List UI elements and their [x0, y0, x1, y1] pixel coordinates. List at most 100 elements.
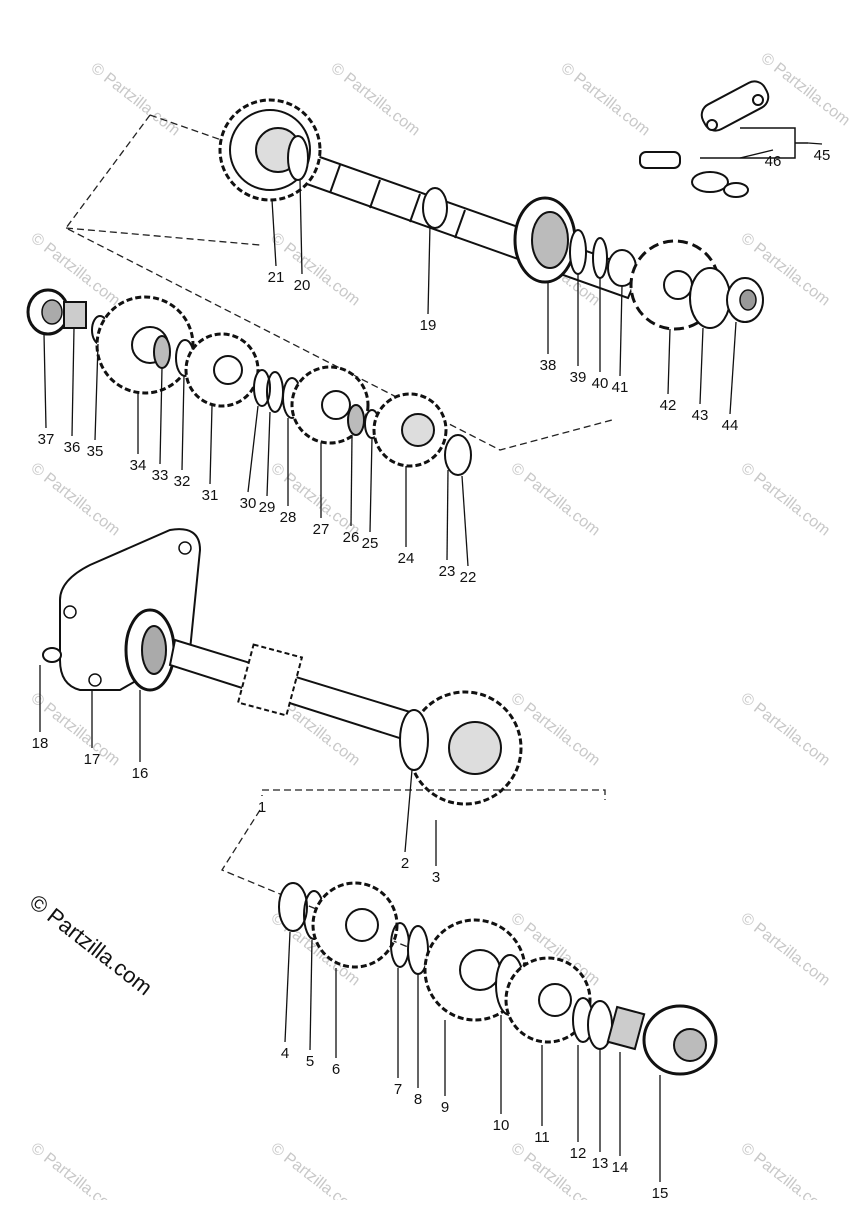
- part-label-37: 37: [38, 431, 55, 448]
- watermark-main: © Partzilla.com: [25, 889, 157, 1000]
- watermark-9: © Partzilla.com: [28, 690, 123, 770]
- chain-joint-46: [639, 151, 749, 198]
- washer-2: [399, 709, 429, 771]
- watermark-19: © Partzilla.com: [738, 1140, 833, 1200]
- part-label-33: 33: [152, 467, 169, 484]
- leader-line-20: [299, 179, 303, 275]
- leader-line-31: [209, 405, 213, 485]
- leader-line-42: [667, 328, 671, 395]
- part-label-19: 19: [420, 317, 437, 334]
- washer-4: [278, 882, 308, 932]
- watermark-5: © Partzilla.com: [28, 460, 123, 540]
- leader-line-45: [807, 142, 823, 145]
- needle-bearing-14: [606, 1005, 646, 1051]
- leader-line-19: [427, 224, 431, 315]
- gear-6: [311, 881, 399, 969]
- leader-line-23: [446, 469, 449, 561]
- leader-line-22: [461, 475, 469, 567]
- leader-line-26: [350, 434, 353, 527]
- part-label-10: 10: [493, 1117, 510, 1134]
- part-label-7: 7: [394, 1081, 402, 1098]
- part-label-41: 41: [612, 379, 629, 396]
- upper-dashed-frame: [65, 114, 613, 451]
- part-label-30: 30: [240, 495, 257, 512]
- gear-31: [184, 332, 260, 408]
- part-label-15: 15: [652, 1185, 669, 1200]
- part-label-8: 8: [414, 1091, 422, 1108]
- watermark-20: © Partzilla.com: [88, 60, 183, 140]
- part-label-2: 2: [401, 855, 409, 872]
- part-label-34: 34: [130, 457, 147, 474]
- part-label-17: 17: [84, 751, 101, 768]
- watermark-8: © Partzilla.com: [738, 460, 833, 540]
- part-label-6: 6: [332, 1061, 340, 1078]
- part-label-36: 36: [64, 439, 81, 456]
- part-label-11: 11: [534, 1129, 550, 1146]
- leader-line-4: [284, 931, 291, 1043]
- bearing-37: [26, 288, 70, 336]
- part-label-42: 42: [660, 397, 677, 414]
- part-label-9: 9: [441, 1099, 449, 1116]
- part-label-29: 29: [259, 499, 276, 516]
- part-label-21: 21: [268, 269, 285, 286]
- collar-19: [422, 187, 448, 229]
- circlip-7: [390, 922, 410, 968]
- part-label-28: 28: [280, 509, 297, 526]
- drive-chain-45: [700, 80, 770, 132]
- leader-line-25: [369, 437, 373, 533]
- part-label-39: 39: [570, 369, 587, 386]
- needle-bearing-36: [63, 301, 87, 329]
- watermark-17: © Partzilla.com: [268, 1140, 363, 1200]
- part-label-18: 18: [32, 735, 49, 752]
- part-label-43: 43: [692, 407, 709, 424]
- watermark-18: © Partzilla.com: [508, 1140, 603, 1200]
- part-label-44: 44: [722, 417, 739, 434]
- part-label-1: 1: [258, 799, 266, 816]
- bearing-cap-15: [642, 1004, 718, 1076]
- leader-line-46: [739, 149, 774, 159]
- leader-line-35: [94, 343, 99, 441]
- part-label-14: 14: [612, 1159, 629, 1176]
- part-label-13: 13: [592, 1155, 609, 1172]
- washer-23-22: [444, 434, 472, 476]
- bearing-16: [124, 608, 176, 692]
- part-label-3: 3: [432, 869, 440, 886]
- part-label-25: 25: [362, 535, 379, 552]
- watermark-23: © Partzilla.com: [758, 50, 852, 130]
- gear-24: [372, 392, 448, 468]
- part-label-16: 16: [132, 765, 149, 782]
- leader-line-43: [699, 327, 704, 405]
- part-label-45: 45: [814, 147, 831, 164]
- part-label-20: 20: [294, 277, 311, 294]
- upper-drive-shaft: [288, 148, 642, 300]
- bushing-26: [347, 404, 365, 436]
- watermark-15: © Partzilla.com: [738, 910, 833, 990]
- watermark-21: © Partzilla.com: [328, 60, 423, 140]
- leader-line-5: [309, 939, 313, 1051]
- watermark-22: © Partzilla.com: [558, 60, 653, 140]
- nut-44: [726, 277, 764, 323]
- leader-line-32: [181, 375, 185, 471]
- watermark-12: © Partzilla.com: [738, 690, 833, 770]
- part-label-24: 24: [398, 550, 415, 567]
- bushing-33: [153, 335, 171, 369]
- screw-18: [42, 647, 62, 663]
- leader-line-37: [43, 333, 47, 429]
- bearing-38: [513, 196, 577, 284]
- countershaft-1: [168, 638, 422, 744]
- part-label-38: 38: [540, 357, 557, 374]
- lock-washer-43: [689, 267, 731, 329]
- leader-line-44: [729, 321, 737, 415]
- watermark-7: © Partzilla.com: [508, 460, 603, 540]
- ring-40: [592, 237, 608, 279]
- part-label-31: 31: [202, 487, 219, 504]
- part-label-32: 32: [174, 473, 191, 490]
- part-label-46: 46: [765, 153, 782, 170]
- part-label-4: 4: [281, 1045, 289, 1062]
- leader-line-36: [71, 327, 75, 437]
- washer-8: [407, 925, 429, 975]
- part-label-40: 40: [592, 375, 609, 392]
